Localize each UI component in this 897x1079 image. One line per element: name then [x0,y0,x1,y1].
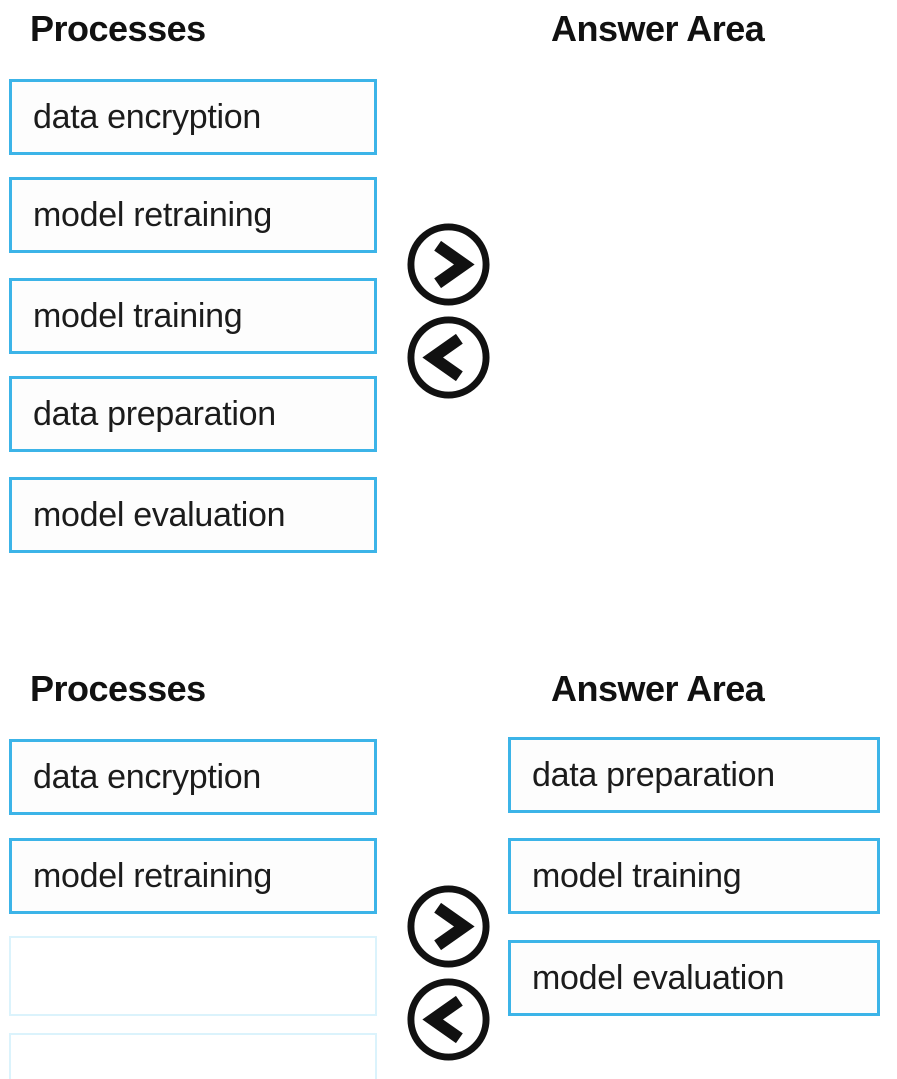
empty-process-slot [9,1033,377,1079]
process-item-model-retraining[interactable]: model retraining [9,177,377,253]
answer-area-title-bottom: Answer Area [551,668,765,709]
process-item-model-evaluation[interactable]: model evaluation [9,477,377,553]
process-item-model-training[interactable]: model training [9,278,377,354]
process-item-model-retraining[interactable]: model retraining [9,838,377,914]
answer-item-model-evaluation[interactable]: model evaluation [508,940,880,1016]
process-item-data-preparation[interactable]: data preparation [9,376,377,452]
move-left-button-bottom[interactable] [405,976,492,1063]
move-right-button-top[interactable] [405,221,492,308]
answer-area-title-top: Answer Area [551,8,765,49]
chevron-right-icon [405,883,492,970]
move-left-button-top[interactable] [405,314,492,401]
move-right-button-bottom[interactable] [405,883,492,970]
processes-title-bottom: Processes [30,668,206,709]
chevron-left-icon [405,314,492,401]
processes-title-top: Processes [30,8,206,49]
answer-item-model-training[interactable]: model training [508,838,880,914]
chevron-right-icon [405,221,492,308]
chevron-left-icon [405,976,492,1063]
process-item-data-encryption[interactable]: data encryption [9,79,377,155]
answer-item-data-preparation[interactable]: data preparation [508,737,880,813]
empty-process-slot [9,936,377,1016]
process-item-data-encryption[interactable]: data encryption [9,739,377,815]
